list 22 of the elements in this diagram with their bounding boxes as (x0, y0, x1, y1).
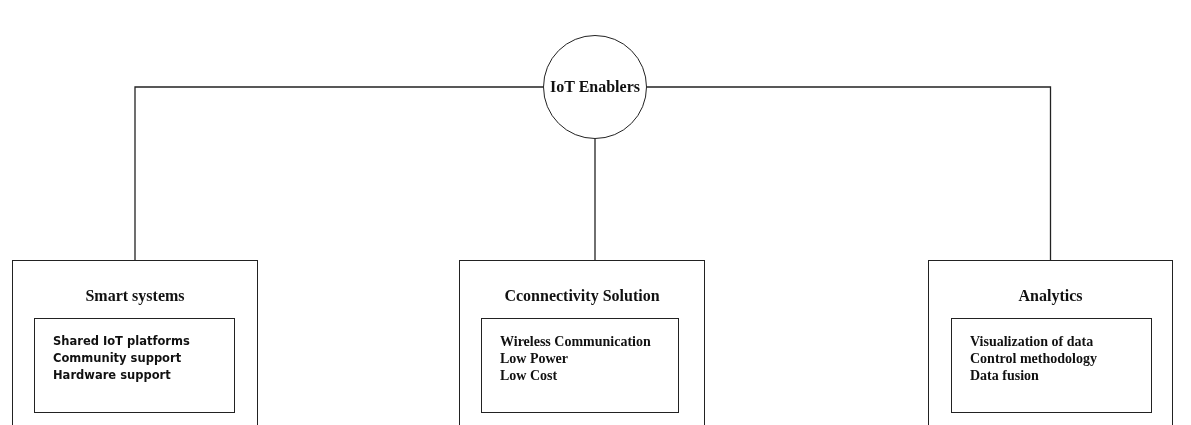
list-box (481, 318, 679, 413)
list-item: Low Cost (500, 367, 559, 384)
list-box (951, 318, 1152, 413)
list-item: Data fusion (970, 367, 1040, 384)
list-box (34, 318, 235, 413)
list-item: Shared IoT platforms (53, 333, 191, 350)
list-item: Community support (53, 350, 183, 367)
connector-line (646, 86, 1052, 261)
box-heading: Smart systems (84, 287, 186, 305)
box-heading: Analytics (1017, 287, 1084, 305)
category-box (12, 260, 258, 425)
category-box (459, 260, 705, 425)
list-item: Control methodology (970, 350, 1098, 367)
box-heading: Cconnectivity Solution (503, 287, 661, 305)
list-item: Hardware support (53, 367, 172, 384)
list-item: Wireless Communication (500, 333, 652, 350)
connector-line (594, 138, 596, 261)
list-item: Visualization of data (970, 333, 1095, 350)
list-item: Low Power (500, 350, 570, 367)
connector-line (134, 86, 544, 261)
node-label: IoT Enablers (550, 78, 640, 96)
category-box (928, 260, 1173, 425)
